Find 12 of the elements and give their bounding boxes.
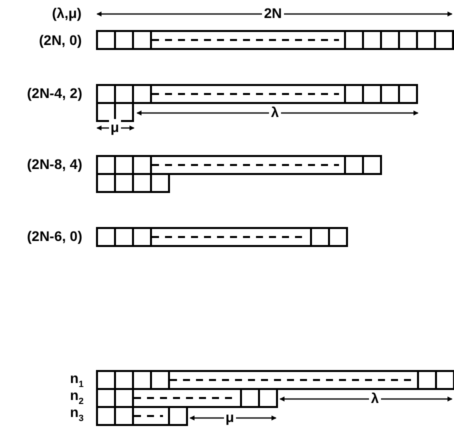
dimension-label: 2N	[262, 5, 284, 21]
dimension-label: μ	[108, 119, 122, 135]
row-label: (2N, 0)	[38, 32, 83, 48]
row-label: (2N-4, 2)	[26, 85, 84, 101]
row-label: n$_{1}$	[69, 370, 85, 386]
dimension-label: λ	[269, 104, 281, 120]
row-label: (2N-6, 0)	[26, 228, 84, 244]
row-label: (2N-8, 4)	[26, 156, 84, 172]
dimension-label: λ	[369, 390, 381, 406]
dimension-label: (λ,μ)	[50, 5, 84, 21]
row-label: n$_{2}$	[69, 387, 85, 403]
row-label: n$_{3}$	[69, 404, 85, 420]
